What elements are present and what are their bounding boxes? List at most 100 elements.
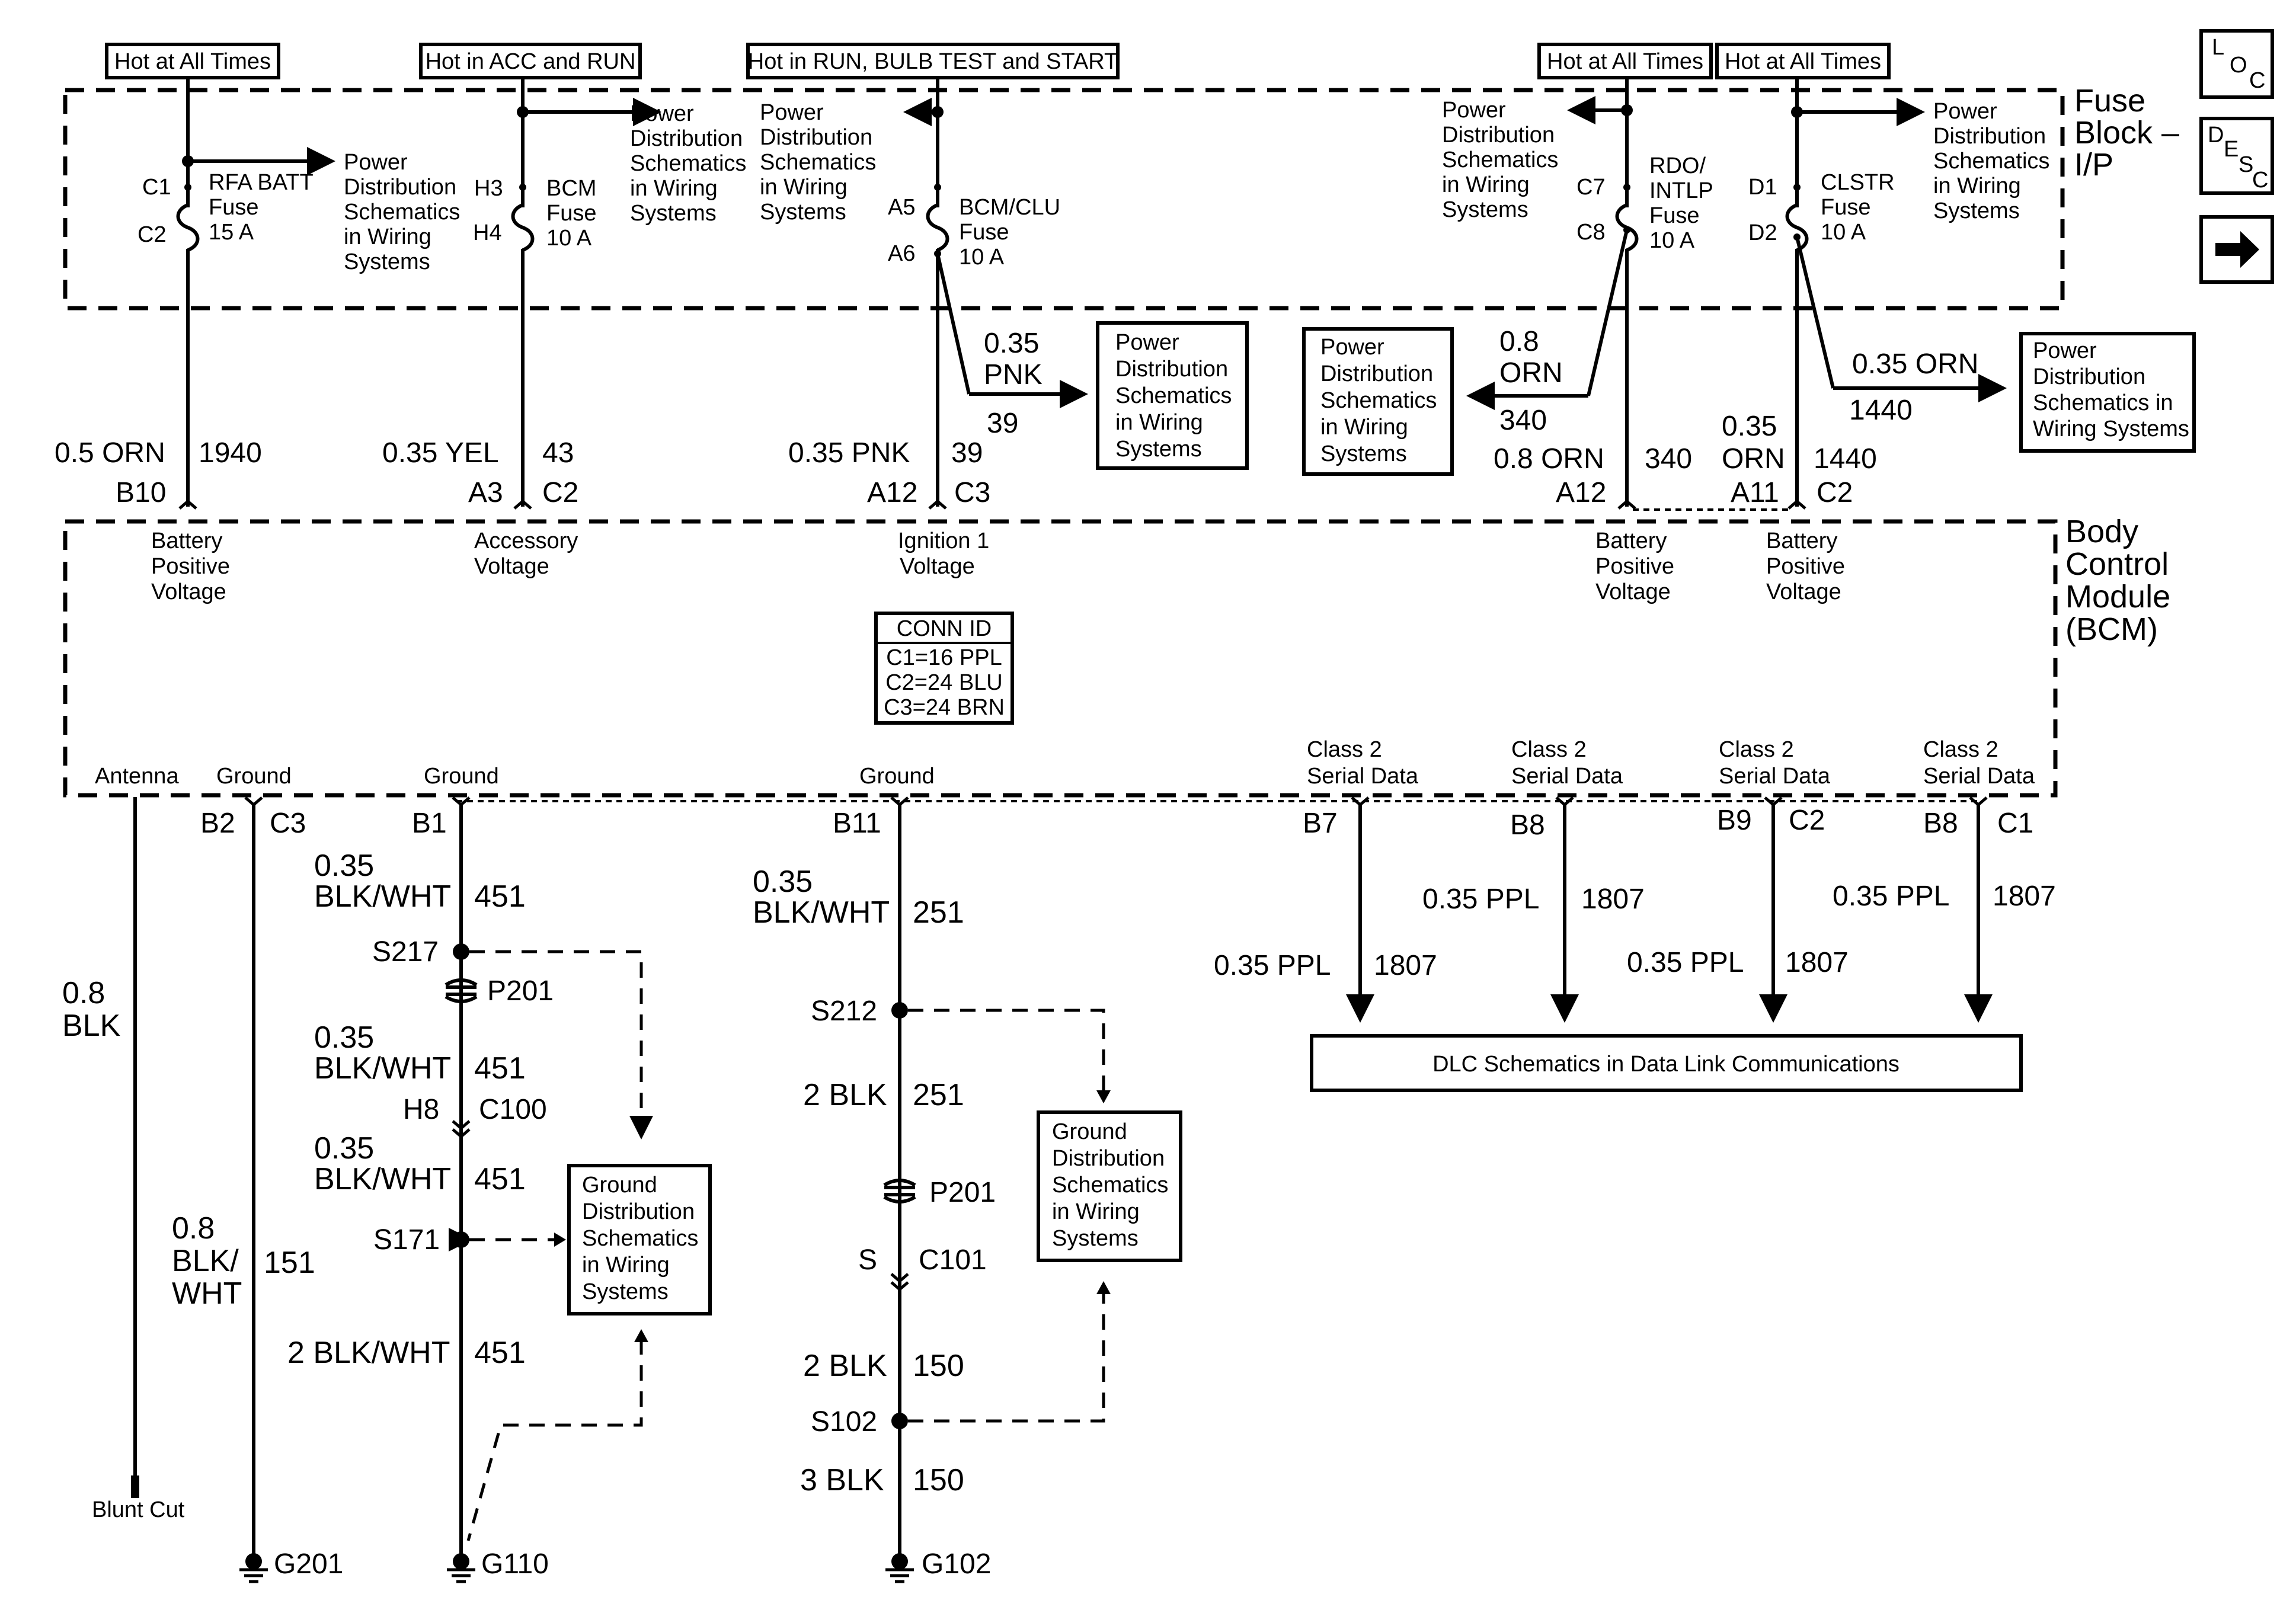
wire-43-size: 0.35 YEL (382, 437, 499, 469)
data-wire-2: B8 0.35 PPL 1807 (1422, 798, 1645, 1023)
g110-seg1-size-2: BLK/WHT (314, 879, 451, 914)
fuse-block-title-line3: I/P (2074, 147, 2113, 183)
antenna-wire: 0.8 BLK Blunt Cut (62, 797, 185, 1522)
power-dist-box-340[interactable]: Power Distribution Schematics in Wiring … (1302, 327, 1454, 476)
power-dist-ref-bcm-l1: Power (630, 101, 694, 126)
bcm-outputs: Antenna Ground Ground Ground Class 2 Ser… (95, 737, 2035, 789)
bcm-output-antenna: Antenna (95, 764, 179, 789)
conn-id-row-2: C2=24 BLU (885, 670, 1003, 695)
bcm-output-class2-4-l2: Serial Data (1923, 764, 2035, 789)
ground-dist-box-2-l1: Ground (1052, 1119, 1127, 1144)
bcm-title-line3: Module (2065, 579, 2170, 614)
power-dist-ref-rdo[interactable]: Power Distribution Schematics in Wiring … (1442, 98, 1558, 222)
pin-c1: C1 (1997, 808, 2033, 839)
wire-1440-conn: C2 (1817, 477, 1853, 508)
fuse-bcm: H3 H4 BCM Fuse 10 A Power Distribution S… (473, 78, 746, 507)
power-dist-ref-bcmclu[interactable]: Power Distribution Schematics in Wiring … (760, 100, 876, 225)
next-button[interactable] (2199, 215, 2274, 284)
wire-1940: 0.5 ORN 1940 B10 (55, 437, 262, 508)
data-wire-4-circuit: 1807 (1993, 881, 2056, 912)
conn-id-row-1: C1=16 PPL (886, 645, 1002, 670)
pin-b1: B1 (412, 808, 447, 839)
fuse-block-outline (63, 88, 2065, 311)
g201-wire-size-3: WHT (172, 1276, 242, 1311)
power-dist-ref-bcm-l4: in Wiring (630, 176, 718, 201)
power-dist-ref-clstr[interactable]: Power Distribution Schematics in Wiring … (1933, 99, 2049, 223)
fuse-clstr-name-1: CLSTR (1821, 170, 1895, 195)
power-dist-ref-bcm-l3: Schematics (630, 151, 746, 176)
fuse-rfa-pin-in: C1 (142, 175, 171, 200)
antenna-wire-end: Blunt Cut (92, 1497, 185, 1522)
power-dist-ref-bcm-l5: Systems (630, 201, 717, 226)
ground-dist-box-1[interactable]: Ground Distribution Schematics in Wiring… (567, 1164, 712, 1315)
fuse-bcm-name-1: BCM (546, 176, 596, 201)
fuse-rdo-name-1: RDO/ (1649, 153, 1706, 178)
bcm-output-class2-2-l2: Serial Data (1511, 764, 1623, 789)
power-dist-box-1440[interactable]: Power Distribution Schematics in Wiring … (2019, 332, 2196, 453)
power-dist-box-1440-l3: Schematics in (2033, 391, 2173, 415)
desc-icon-s: S (2239, 152, 2253, 177)
wire-1940-circuit: 1940 (199, 437, 262, 469)
ground-dist-box-2-l3: Schematics (1052, 1173, 1168, 1198)
bcm-output-class2-3-l1: Class 2 (1719, 737, 1794, 762)
pin-b9: B9 (1717, 805, 1752, 836)
power-dist-ref-bcm-l2: Distribution (630, 126, 743, 151)
wire-340-branch-size-2: ORN (1499, 357, 1563, 389)
conn-id-row-3: C3=24 BRN (884, 695, 1005, 720)
fuse-clstr: D1 D2 CLSTR Fuse 10 A Power Distribution… (1748, 78, 2049, 507)
pin-b8a: B8 (1510, 809, 1545, 841)
g110-seg3-size-2: BLK/WHT (314, 1162, 451, 1196)
wire-1440: 0.35 ORN 1440 A11 C2 0.35 ORN 1440 (1722, 348, 1978, 508)
pin-c2: C2 (1789, 805, 1825, 836)
bcm-output-class2-3-l2: Serial Data (1719, 764, 1831, 789)
desc-icon: D (2208, 123, 2224, 148)
conn-id-table: CONN ID C1=16 PPL C2=24 BLU C3=24 BRN (874, 612, 1014, 725)
power-dist-ref-clstr-l5: Systems (1933, 199, 2020, 223)
bcm-output-class2-2-l1: Class 2 (1511, 737, 1587, 762)
power-dist-ref-rdo-l3: Schematics (1442, 148, 1558, 172)
g110-seg3-size-1: 0.35 (314, 1131, 374, 1166)
data-wire-3-circuit: 1807 (1785, 947, 1849, 978)
wire-39: 0.35 PNK 39 A12 C3 0.35 PNK 39 (788, 328, 1043, 508)
bcm-input-ign: Ignition 1 Voltage (898, 529, 989, 579)
bcm-output-ground-1: Ground (216, 764, 292, 789)
bcm-input-batt3-l1: Battery (1766, 529, 1837, 553)
fuse-rdo-name-2: INTLP (1649, 178, 1713, 203)
wire-1940-pin: B10 (116, 477, 166, 508)
power-dist-ref-bcmclu-l3: Schematics (760, 150, 876, 175)
g102-splice2: S102 (811, 1406, 877, 1438)
power-dist-ref-rfa-l5: Systems (344, 249, 430, 274)
bcm-input-batt2-l2: Positive (1595, 554, 1674, 579)
ground-dist-box-2[interactable]: Ground Distribution Schematics in Wiring… (1037, 1110, 1182, 1262)
g110-seg2-size-1: 0.35 (314, 1020, 374, 1055)
bcm-output-ground-3: Ground (859, 764, 935, 789)
loc-button[interactable]: L O C (2199, 29, 2274, 99)
g110-seg2-circuit: 451 (474, 1051, 526, 1086)
power-dist-box-39[interactable]: Power Distribution Schematics in Wiring … (1096, 321, 1249, 470)
power-dist-ref-rfa[interactable]: Power Distribution Schematics in Wiring … (344, 150, 460, 274)
ground-g102-label: G102 (922, 1548, 991, 1580)
ground-g110-label: G110 (481, 1548, 549, 1580)
desc-button[interactable]: D E S C (2199, 117, 2274, 195)
bcm-input-batt1-l2: Positive (151, 554, 230, 579)
bcm-input-ign-l2: Voltage (900, 554, 975, 579)
fuse-rfa-pin-out: C2 (137, 222, 167, 247)
power-dist-ref-rdo-l4: in Wiring (1442, 172, 1530, 197)
wire-39-pin: A12 (867, 477, 917, 508)
power-dist-box-39-l4: in Wiring (1115, 410, 1203, 435)
arrow-right-icon (2215, 231, 2259, 268)
data-wire-3: B9 C2 0.35 PPL 1807 (1627, 798, 1849, 1023)
dlc-box[interactable]: DLC Schematics in Data Link Communicatio… (1310, 1034, 2023, 1092)
ground-g102-icon (885, 1553, 914, 1582)
power-dist-ref-bcm[interactable]: Power Distribution Schematics in Wiring … (630, 101, 746, 226)
bcm-title-line4: (BCM) (2065, 612, 2158, 647)
g110-seg1-circuit: 451 (474, 879, 526, 914)
g102-seg1-size-2: BLK/WHT (753, 895, 890, 930)
hot-label-clstr: Hot at All Times (1715, 43, 1891, 79)
ground-dist-box-1-l5: Systems (582, 1279, 669, 1304)
pin-b7: B7 (1303, 808, 1338, 839)
wire-39-branch-size-1: 0.35 (984, 328, 1039, 359)
fuse-clstr-pin-in: D1 (1748, 175, 1777, 200)
fuse-rdo-name-3: Fuse (1649, 203, 1699, 228)
